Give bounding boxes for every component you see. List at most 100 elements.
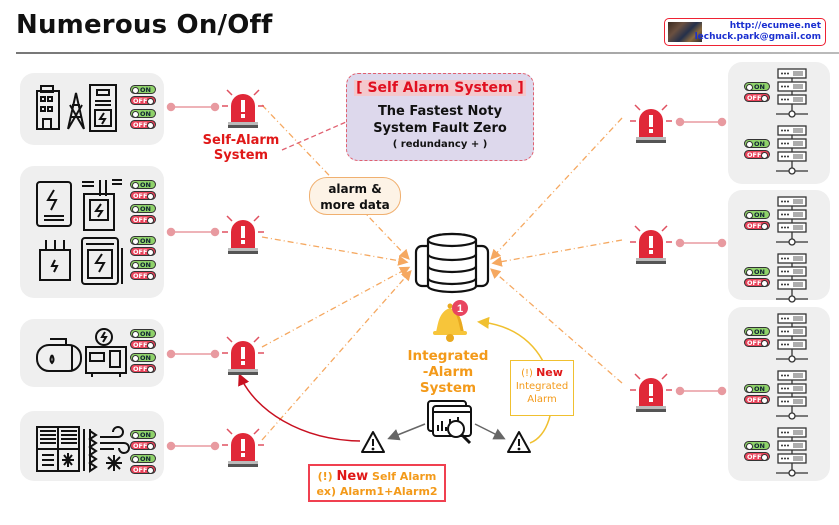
- switch-off[interactable]: OFF: [130, 96, 156, 105]
- switch-off[interactable]: OFF: [744, 395, 770, 404]
- switch-on[interactable]: ON: [130, 353, 156, 362]
- switch-off[interactable]: OFF: [130, 215, 156, 224]
- switch-on[interactable]: ON: [130, 454, 156, 463]
- siren-alarm-icon[interactable]: [220, 210, 266, 256]
- switch-off[interactable]: OFF: [130, 465, 156, 474]
- server-rack-icon: [774, 196, 810, 252]
- box-line: System Fault Zero: [373, 121, 507, 136]
- electric-panel-icon: [89, 84, 117, 132]
- power-cabinet-icon: [81, 237, 119, 285]
- contact-url[interactable]: http://ecumee.net: [729, 21, 821, 31]
- label-line: System: [213, 148, 269, 163]
- switch-on[interactable]: ON: [130, 430, 156, 439]
- switch-on[interactable]: ON: [744, 441, 770, 450]
- warning-icon[interactable]: [360, 430, 386, 454]
- switch-off[interactable]: OFF: [744, 221, 770, 230]
- right-connectors: [675, 117, 727, 396]
- switch-off[interactable]: OFF: [130, 441, 156, 450]
- self-alarm-feedback-arrow: [238, 373, 361, 442]
- switch-off[interactable]: OFF: [130, 191, 156, 200]
- switch-off[interactable]: OFF: [130, 120, 156, 129]
- siren-alarm-icon[interactable]: [220, 423, 266, 469]
- box-title: [ Self Alarm System ]: [347, 80, 533, 96]
- callout-highlight: New: [536, 366, 563, 379]
- page-title: Numerous On/Off: [16, 10, 273, 40]
- wind-icon: [100, 426, 130, 454]
- fuel-tank-icon: [36, 344, 82, 372]
- box-title-text: [ Self Alarm System ]: [354, 80, 526, 96]
- new-self-alarm-callout: (!) New Self Alarm ex) Alarm1+Alarm2: [308, 464, 446, 502]
- warning-icon[interactable]: [506, 430, 532, 454]
- switch-on[interactable]: ON: [744, 210, 770, 219]
- callout-prefix: (!): [317, 470, 337, 483]
- self-alarm-system-box: [ Self Alarm System ] The Fastest Noty S…: [346, 73, 534, 161]
- switch-off[interactable]: OFF: [744, 338, 770, 347]
- switch-on[interactable]: ON: [744, 82, 770, 91]
- fuel-generator-icons: [36, 328, 127, 377]
- data-flow-line: [261, 236, 409, 266]
- new-integrated-alarm-callout: (!) New Integrated Alarm: [510, 360, 574, 416]
- power-tower-icon: [67, 92, 85, 130]
- siren-alarm-icon[interactable]: [628, 368, 674, 414]
- server-rack-icon: [774, 313, 810, 369]
- switch-on[interactable]: ON: [130, 204, 156, 213]
- switch-on[interactable]: ON: [130, 180, 156, 189]
- server-rack-icon: [774, 370, 810, 426]
- callout-line: Alarm: [527, 394, 557, 405]
- switch-on[interactable]: ON: [744, 267, 770, 276]
- server-rack-icon: [774, 68, 810, 124]
- self-alarm-system-label: Self-Alarm System: [196, 133, 286, 163]
- switch-off[interactable]: OFF: [744, 452, 770, 461]
- database-icon[interactable]: [414, 232, 490, 294]
- distribution-board-icon: [83, 193, 115, 231]
- switch-off[interactable]: OFF: [130, 364, 156, 373]
- siren-alarm-icon[interactable]: [628, 99, 674, 145]
- siren-alarm-icon[interactable]: [220, 331, 266, 377]
- building-icon: [36, 85, 85, 130]
- analytics-arrow-left: [387, 423, 426, 441]
- switch-on[interactable]: ON: [744, 384, 770, 393]
- data-flow-line: [261, 266, 411, 348]
- switch-on[interactable]: ON: [130, 85, 156, 94]
- callout-line: ex) Alarm1+Alarm2: [316, 485, 438, 498]
- switch-off[interactable]: OFF: [130, 271, 156, 280]
- hvac-icons: [36, 426, 130, 473]
- switch-off[interactable]: OFF: [744, 150, 770, 159]
- switch-off[interactable]: OFF: [744, 93, 770, 102]
- server-panel-2: ON OFF ON OFF: [728, 190, 830, 303]
- pill-line: alarm &: [328, 182, 382, 196]
- analytics-search-icon[interactable]: [426, 399, 476, 445]
- label-line: -Alarm: [422, 364, 474, 380]
- switch-on[interactable]: ON: [130, 329, 156, 338]
- left-connectors: [166, 102, 220, 451]
- label-line: System: [419, 380, 477, 396]
- siren-alarm-icon[interactable]: [628, 220, 674, 266]
- switch-on[interactable]: ON: [130, 236, 156, 245]
- server-panel-1: ON OFF ON OFF: [728, 62, 830, 184]
- siren-alarm-icon[interactable]: [220, 84, 266, 130]
- equipment-panel-fuel-generator: ON OFF ON OFF: [20, 319, 164, 387]
- label-line: Integrated: [407, 348, 489, 364]
- server-rack-icon: [774, 253, 810, 309]
- contact-email[interactable]: lechuck.park@gmail.com: [694, 32, 821, 42]
- callout-text: Self Alarm: [368, 470, 437, 483]
- switch-on[interactable]: ON: [130, 260, 156, 269]
- switch-on[interactable]: ON: [130, 109, 156, 118]
- box-line: ( redundancy + ): [392, 139, 488, 150]
- data-flow-line: [261, 270, 412, 441]
- generator-icon: [95, 328, 113, 346]
- switch-off[interactable]: OFF: [130, 247, 156, 256]
- switch-off[interactable]: OFF: [130, 340, 156, 349]
- author-thumbnail: [668, 22, 702, 42]
- data-flow-line: [491, 239, 623, 267]
- badge-count: 1: [457, 303, 463, 315]
- switch-on[interactable]: ON: [744, 327, 770, 336]
- notification-bell-icon[interactable]: 1: [428, 298, 476, 344]
- switch-off[interactable]: OFF: [744, 278, 770, 287]
- callout-line: [281, 121, 347, 151]
- notification-badge: [452, 300, 468, 316]
- callout-prefix: (!): [521, 368, 537, 379]
- data-flow-line: [490, 268, 623, 384]
- data-flow-line: [490, 117, 623, 260]
- switch-on[interactable]: ON: [744, 139, 770, 148]
